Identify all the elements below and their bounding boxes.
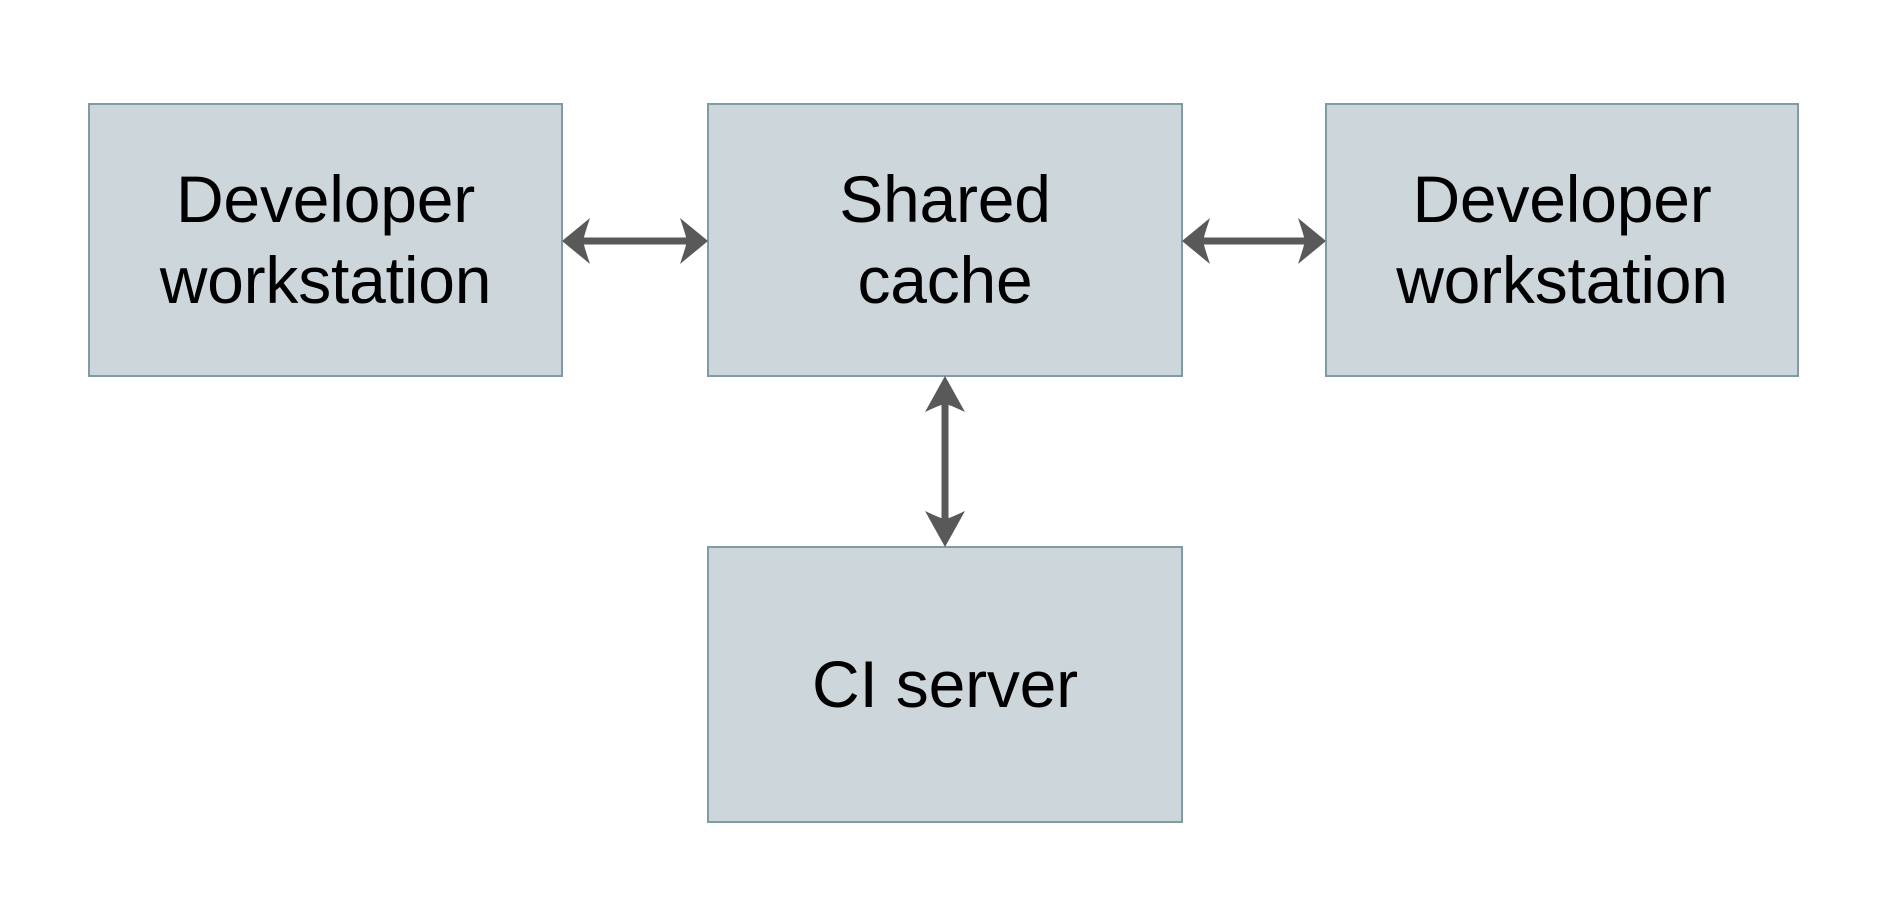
double-headed-arrow-icon <box>1182 218 1326 264</box>
node-shared-cache[interactable]: Shared cache <box>707 103 1183 377</box>
node-developer-workstation-left[interactable]: Developer workstation <box>88 103 563 377</box>
double-headed-arrow-icon <box>562 218 708 264</box>
node-label: Shared cache <box>839 162 1051 317</box>
node-label: Developer workstation <box>1396 162 1728 317</box>
connector-shared-cache-to-developer-workstation-right <box>1180 212 1328 270</box>
connector-shared-cache-to-ci-server <box>916 374 974 549</box>
node-ci-server[interactable]: CI server <box>707 546 1183 823</box>
node-developer-workstation-right[interactable]: Developer workstation <box>1325 103 1799 377</box>
node-label: CI server <box>812 647 1078 722</box>
node-label: Developer workstation <box>159 162 492 317</box>
connector-developer-workstation-left-to-shared-cache <box>560 212 710 270</box>
double-headed-arrow-icon <box>925 376 965 547</box>
